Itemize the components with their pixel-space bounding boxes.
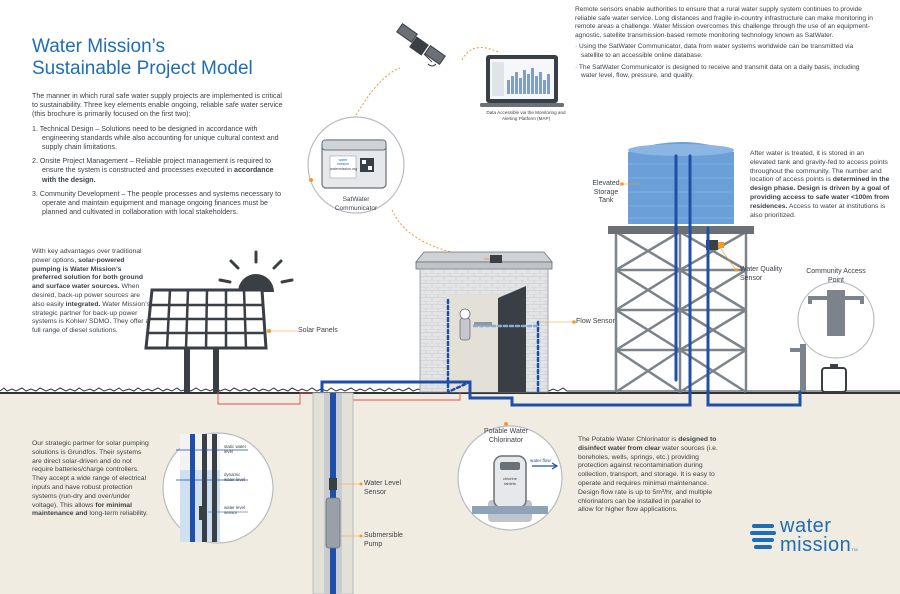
grundfos-text-1: Our strategic partner for solar pumping … bbox=[32, 440, 149, 509]
static-level-label: static water level bbox=[224, 444, 247, 454]
storage-text-1: After water is treated, it is stored in … bbox=[750, 150, 888, 184]
page-title: Water Mission’s Sustainable Project Mode… bbox=[32, 36, 262, 80]
satellite-icon bbox=[396, 23, 446, 67]
intro-item: 1. Technical Design – Solutions need to … bbox=[32, 125, 284, 153]
dynamic-level-label: dynamic water level bbox=[224, 472, 245, 482]
storage-text: After water is treated, it is stored in … bbox=[750, 150, 890, 220]
storage-text-bold: determined in the design phase. Design i… bbox=[750, 176, 890, 210]
remote-bullet: · The SatWater Communicator is designed … bbox=[575, 63, 860, 80]
item-text: Community Development – The people proce… bbox=[39, 189, 282, 217]
item-text: Technical Design – Solutions need to be … bbox=[39, 124, 279, 152]
flow-sensor-label: Flow Sensor bbox=[576, 318, 615, 325]
logo-line-2: mission bbox=[780, 534, 852, 556]
logo-line-1: water bbox=[780, 515, 832, 537]
intro-item: 2. Onsite Project Management – Reliable … bbox=[32, 157, 284, 185]
ground bbox=[0, 393, 900, 594]
remote-text: Remote sensors enable authorities to ens… bbox=[575, 6, 873, 39]
borehole bbox=[312, 392, 363, 594]
elevated-water-tank bbox=[608, 142, 754, 394]
item-prefix: 1. bbox=[32, 124, 38, 133]
elevated-tank-label: Elevated Storage Tank bbox=[592, 180, 620, 204]
chlor-text-bold: designed to disinfect water from clear bbox=[578, 436, 717, 452]
laptop-icon bbox=[480, 55, 564, 107]
satwater-communicator-graphic bbox=[307, 116, 405, 214]
intro-section: The manner in which rural safe water sup… bbox=[32, 92, 284, 222]
community-access-point bbox=[790, 281, 875, 393]
data-link-arcs bbox=[355, 47, 499, 259]
solar-panels-label: Solar Panels bbox=[298, 327, 338, 334]
well-detail-graphic bbox=[162, 432, 274, 544]
storage-text-2: Access to water at institutions is also … bbox=[750, 202, 886, 219]
chlorinator-detail-graphic bbox=[457, 422, 563, 531]
chlorine-label: chlorine tablets bbox=[502, 476, 517, 486]
solar-panel bbox=[144, 288, 298, 392]
power-cable bbox=[217, 392, 324, 405]
logo-line-2-wrap: missionTM bbox=[780, 534, 859, 559]
solar-text-bold-2: integrated. bbox=[65, 300, 101, 308]
solar-text-3: Water Mission’s strategic partner for ba… bbox=[32, 300, 150, 335]
title-line-1: Water Mission’s bbox=[32, 36, 166, 57]
water-mission-logo-icon bbox=[750, 524, 776, 549]
chlor-text-1: The Potable Water Chlorinator is bbox=[578, 436, 677, 443]
treatment-building bbox=[415, 251, 553, 393]
remote-bullet: · Using the SatWater Communicator, data … bbox=[575, 43, 854, 59]
water-quality-label: Water Quality Sensor bbox=[740, 266, 783, 282]
intro-list: 1. Technical Design – Solutions need to … bbox=[32, 125, 284, 218]
satwater-label: SatWater Communicator bbox=[334, 196, 378, 212]
item-emphasis: accordance with the design. bbox=[42, 166, 274, 184]
communicator-box-label: water mission watermission.org bbox=[330, 158, 358, 171]
chlor-text-2: water sources (i.e. boreholes, wells, sp… bbox=[578, 444, 718, 514]
grundfos-text-bold: for minimal maintenance and bbox=[32, 501, 132, 518]
logo-tm: TM bbox=[851, 547, 859, 552]
grundfos-text: Our strategic partner for solar pumping … bbox=[32, 440, 152, 519]
title-line-2: Sustainable Project Model bbox=[32, 58, 253, 79]
water-level-label: Water Level Sensor bbox=[364, 480, 402, 496]
water-mission-logo: water missionTM bbox=[780, 515, 859, 559]
solar-text-2: When desired, back-up power sources are … bbox=[32, 283, 141, 308]
box-line-1: water bbox=[338, 158, 348, 162]
monitoring-caption: Data Accessible via the Monitoring and A… bbox=[486, 110, 566, 121]
intro-text: The manner in which rural safe water sup… bbox=[32, 92, 283, 119]
grundfos-text-2: long-term reliability. bbox=[89, 510, 148, 518]
item-text: Onsite Project Management – Reliable pro… bbox=[39, 157, 271, 175]
item-prefix: 3. bbox=[32, 189, 38, 198]
remote-section: Remote sensors enable authorities to ens… bbox=[575, 6, 875, 81]
sensor-level-label: water level sensor bbox=[224, 505, 245, 515]
intro-item: 3. Community Development – The people pr… bbox=[32, 190, 284, 218]
chlorinator-label: Potable Water Chlorinator bbox=[483, 428, 529, 444]
box-url: watermission.org bbox=[330, 166, 358, 171]
item-prefix: 2. bbox=[32, 157, 38, 166]
solar-text-bold: solar-powered pumping is Water Mission’s… bbox=[32, 256, 144, 291]
sun-icon bbox=[218, 250, 294, 292]
solar-text: With key advantages over traditional pow… bbox=[32, 248, 150, 336]
chlorinator-text: The Potable Water Chlorinator is designe… bbox=[578, 436, 718, 515]
community-label: Community Access Point bbox=[806, 268, 866, 284]
box-line-2: mission bbox=[336, 162, 350, 167]
pump-label: Submersible Pump bbox=[364, 532, 403, 548]
water-pipes bbox=[320, 154, 802, 407]
water-flow-label: water flow bbox=[530, 458, 551, 463]
solar-text-1: With key advantages over traditional pow… bbox=[32, 248, 142, 264]
label-leaders bbox=[540, 183, 737, 323]
